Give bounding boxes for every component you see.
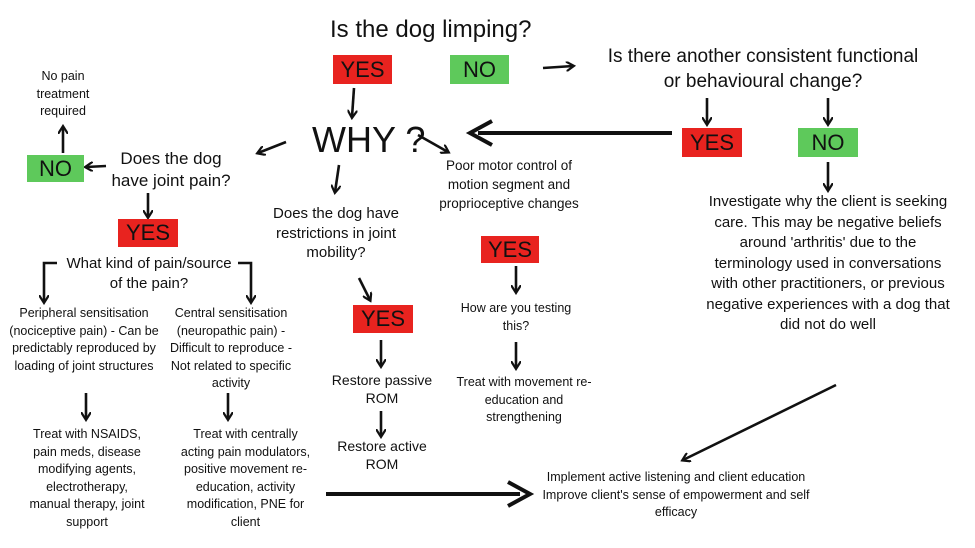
functional-yes-box: YES — [682, 128, 742, 157]
functional-no-box: NO — [798, 128, 858, 157]
pain-source-question: What kind of pain/source of the pain? — [66, 255, 232, 292]
arrow-why-to-mobility — [335, 164, 339, 192]
jointpain-no-label: NO — [39, 155, 72, 181]
why-label: WHY ? — [312, 119, 426, 160]
motor-yes-label: YES — [487, 236, 533, 262]
functional-no-label: NO — [811, 129, 845, 155]
motor-control-text: Poor motor control of motion segment and… — [439, 158, 579, 211]
central-treatment: Treat with centrally acting pain modulat… — [180, 427, 311, 529]
arrow-mobility-to-yes — [357, 277, 370, 300]
limping-no-label: NO — [463, 56, 496, 82]
peripheral-treatment: Treat with NSAIDS, pain meds, disease mo… — [29, 427, 145, 529]
no-pain-text: No pain treatment required — [36, 69, 90, 118]
mobility-yes-label: YES — [360, 306, 406, 331]
arrow-investigate-to-education — [683, 383, 837, 460]
arrow-pain-right-bracket — [238, 261, 251, 302]
arrow-no-to-functional — [542, 66, 573, 68]
arrow-central-to-education — [507, 480, 535, 508]
central-text: Central sensitisation (neuropathic pain)… — [169, 306, 293, 390]
testing-question: How are you testing this? — [460, 301, 572, 333]
functional-yes-label: YES — [689, 129, 735, 155]
limping-yes-box: YES — [333, 55, 392, 84]
peripheral-text: Peripheral sensitisation (nociceptive pa… — [9, 306, 159, 373]
jointpain-yes-label: YES — [125, 220, 171, 245]
limping-yes-label: YES — [340, 56, 385, 82]
motor-yes-box: YES — [481, 236, 539, 263]
investigate-text: Investigate why the client is seeking ca… — [706, 193, 950, 334]
functional-question: Is there another consistent functional o… — [607, 46, 919, 92]
restore-passive: Restore passive ROM — [331, 372, 433, 407]
arrow-pain-left-bracket — [44, 261, 57, 302]
mobility-yes-box: YES — [353, 305, 413, 333]
education-text: Implement active listening and client ed… — [542, 470, 810, 519]
arrow-functional-yes-to-why — [465, 119, 493, 147]
movement-treatment: Treat with movement re-education and str… — [456, 375, 592, 424]
mobility-question: Does the dog have restrictions in joint … — [273, 205, 399, 261]
arrow-why-to-jointpain — [258, 140, 287, 153]
jointpain-yes-box: YES — [118, 219, 178, 247]
arrow-jointpain-to-no — [86, 166, 107, 167]
arrow-why-to-motor — [417, 133, 448, 152]
restore-active: Restore active ROM — [337, 438, 427, 473]
limping-no-box: NO — [450, 55, 509, 84]
joint-pain-question: Does the dog have joint pain? — [111, 149, 231, 191]
main-question: Is the dog limping? — [330, 16, 532, 43]
arrow-yes-to-why — [352, 87, 354, 117]
jointpain-no-box: NO — [27, 155, 84, 182]
